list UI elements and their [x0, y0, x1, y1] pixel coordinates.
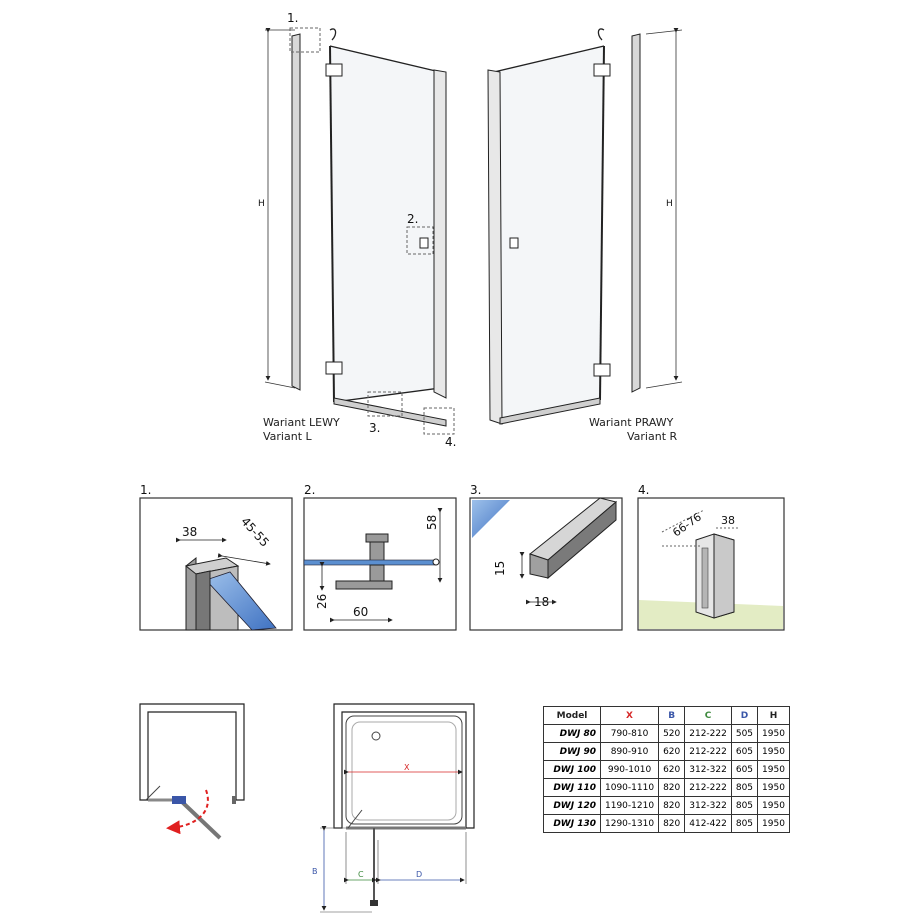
table-cell: 820 [658, 796, 686, 815]
svg-text:60: 60 [353, 605, 368, 619]
table-cell: 1190-1210 [599, 796, 660, 815]
table-cell: 890-910 [599, 742, 660, 761]
svg-text:38: 38 [721, 514, 735, 527]
height-label-left: H [258, 199, 265, 209]
variant-right-line2: Variant R [627, 430, 678, 443]
variant-left-line1: Wariant LEWY [263, 416, 340, 429]
table-cell: 820 [658, 814, 686, 833]
callout-4: 4. [445, 435, 456, 449]
table-cell: 790-810 [599, 724, 660, 743]
table-cell: 520 [658, 724, 686, 743]
variant-left-line2: Variant L [263, 430, 313, 443]
table-cell: 1950 [757, 742, 790, 761]
table-cell: 312-322 [684, 796, 732, 815]
table-cell-model: DWJ 130 [543, 814, 601, 833]
table-cell: 990-1010 [599, 760, 660, 779]
table-cell-model: DWJ 80 [543, 724, 601, 743]
x-dimension-label: X [404, 763, 410, 772]
table-cell: 605 [730, 742, 759, 761]
col-b: B [658, 706, 686, 725]
table-cell: 620 [658, 742, 686, 761]
table-cell: 1950 [757, 760, 790, 779]
svg-text:2.: 2. [304, 483, 315, 497]
table-cell: 505 [730, 724, 759, 743]
svg-text:66-76: 66-76 [670, 510, 704, 539]
detail-4-wall-profile: 4. 66-76 38 [637, 483, 785, 631]
table-row: DWJ 130 1290-1310 820 412-422 805 1950 [543, 814, 790, 833]
callout-3: 3. [369, 421, 380, 435]
handle-right [509, 237, 519, 249]
svg-text:58: 58 [425, 515, 439, 530]
table-cell: 212-222 [684, 778, 732, 797]
svg-text:1.: 1. [140, 483, 151, 497]
c-dimension-label: C [358, 870, 364, 879]
table-cell-model: DWJ 110 [543, 778, 601, 797]
col-h: H [757, 706, 790, 725]
svg-text:15: 15 [493, 561, 507, 576]
table-header-row: Model X B C D H [543, 706, 790, 725]
table-row: DWJ 120 1190-1210 820 312-322 805 1950 [543, 796, 790, 815]
col-model: Model [543, 706, 601, 725]
table-cell-model: DWJ 120 [543, 796, 601, 815]
table-cell: 212-222 [684, 724, 732, 743]
table-cell: 212-222 [684, 742, 732, 761]
callout-1: 1. [287, 11, 298, 25]
col-c: C [684, 706, 732, 725]
table-cell: 1290-1310 [599, 814, 660, 833]
table-row: DWJ 100 990-1010 620 312-322 605 1950 [543, 760, 790, 779]
door-opening-schematic [139, 703, 245, 840]
col-x: X [599, 706, 660, 725]
hinge-bottom-right [593, 363, 611, 377]
svg-text:38: 38 [182, 525, 197, 539]
table-cell: 1090-1110 [599, 778, 660, 797]
hinge-top-right [593, 63, 611, 77]
table-cell-model: DWJ 100 [543, 760, 601, 779]
detail-3-threshold: 3. 15 18 [469, 483, 623, 631]
callout-2: 2. [407, 212, 418, 226]
hinge-bottom-left [325, 361, 343, 375]
table-cell: 412-422 [684, 814, 732, 833]
d-dimension-label: D [416, 870, 422, 879]
table-cell: 820 [658, 778, 686, 797]
table-cell: 1950 [757, 814, 790, 833]
detail-1-profile: 1. 38 45-55 [139, 483, 293, 631]
table-cell: 1950 [757, 778, 790, 797]
dimensions-table: Model X B C D H DWJ 80 790-810 520 212-2… [543, 706, 790, 833]
table-cell: 620 [658, 760, 686, 779]
variant-right-line1: Wariant PRAWY [589, 416, 674, 429]
handle-left [419, 237, 429, 249]
svg-text:3.: 3. [470, 483, 481, 497]
table-row: DWJ 80 790-810 520 212-222 505 1950 [543, 724, 790, 743]
table-cell: 805 [730, 778, 759, 797]
height-label-right: H [666, 199, 673, 209]
col-d: D [730, 706, 759, 725]
table-cell: 605 [730, 760, 759, 779]
table-cell: 1950 [757, 796, 790, 815]
svg-text:4.: 4. [638, 483, 649, 497]
svg-text:45-55: 45-55 [238, 514, 272, 549]
table-cell: 312-322 [684, 760, 732, 779]
table-cell: 805 [730, 796, 759, 815]
hinge-top-left [325, 63, 343, 77]
table-cell: 805 [730, 814, 759, 833]
svg-text:18: 18 [534, 595, 549, 609]
floor-plan: X B C D [312, 703, 475, 913]
door-left-variant: H 1. 2. 3. 4. Wariant LEWY Variant L [258, 11, 456, 449]
table-cell-model: DWJ 90 [543, 742, 601, 761]
detail-2-handle: 2. 58 26 60 [303, 483, 457, 631]
table-cell: 1950 [757, 724, 790, 743]
b-dimension-label: B [312, 867, 318, 876]
table-row: DWJ 90 890-910 620 212-222 605 1950 [543, 742, 790, 761]
door-right-variant: H Wariant PRAWY Variant R [487, 28, 683, 443]
svg-text:26: 26 [315, 594, 329, 609]
table-row: DWJ 110 1090-1110 820 212-222 805 1950 [543, 778, 790, 797]
